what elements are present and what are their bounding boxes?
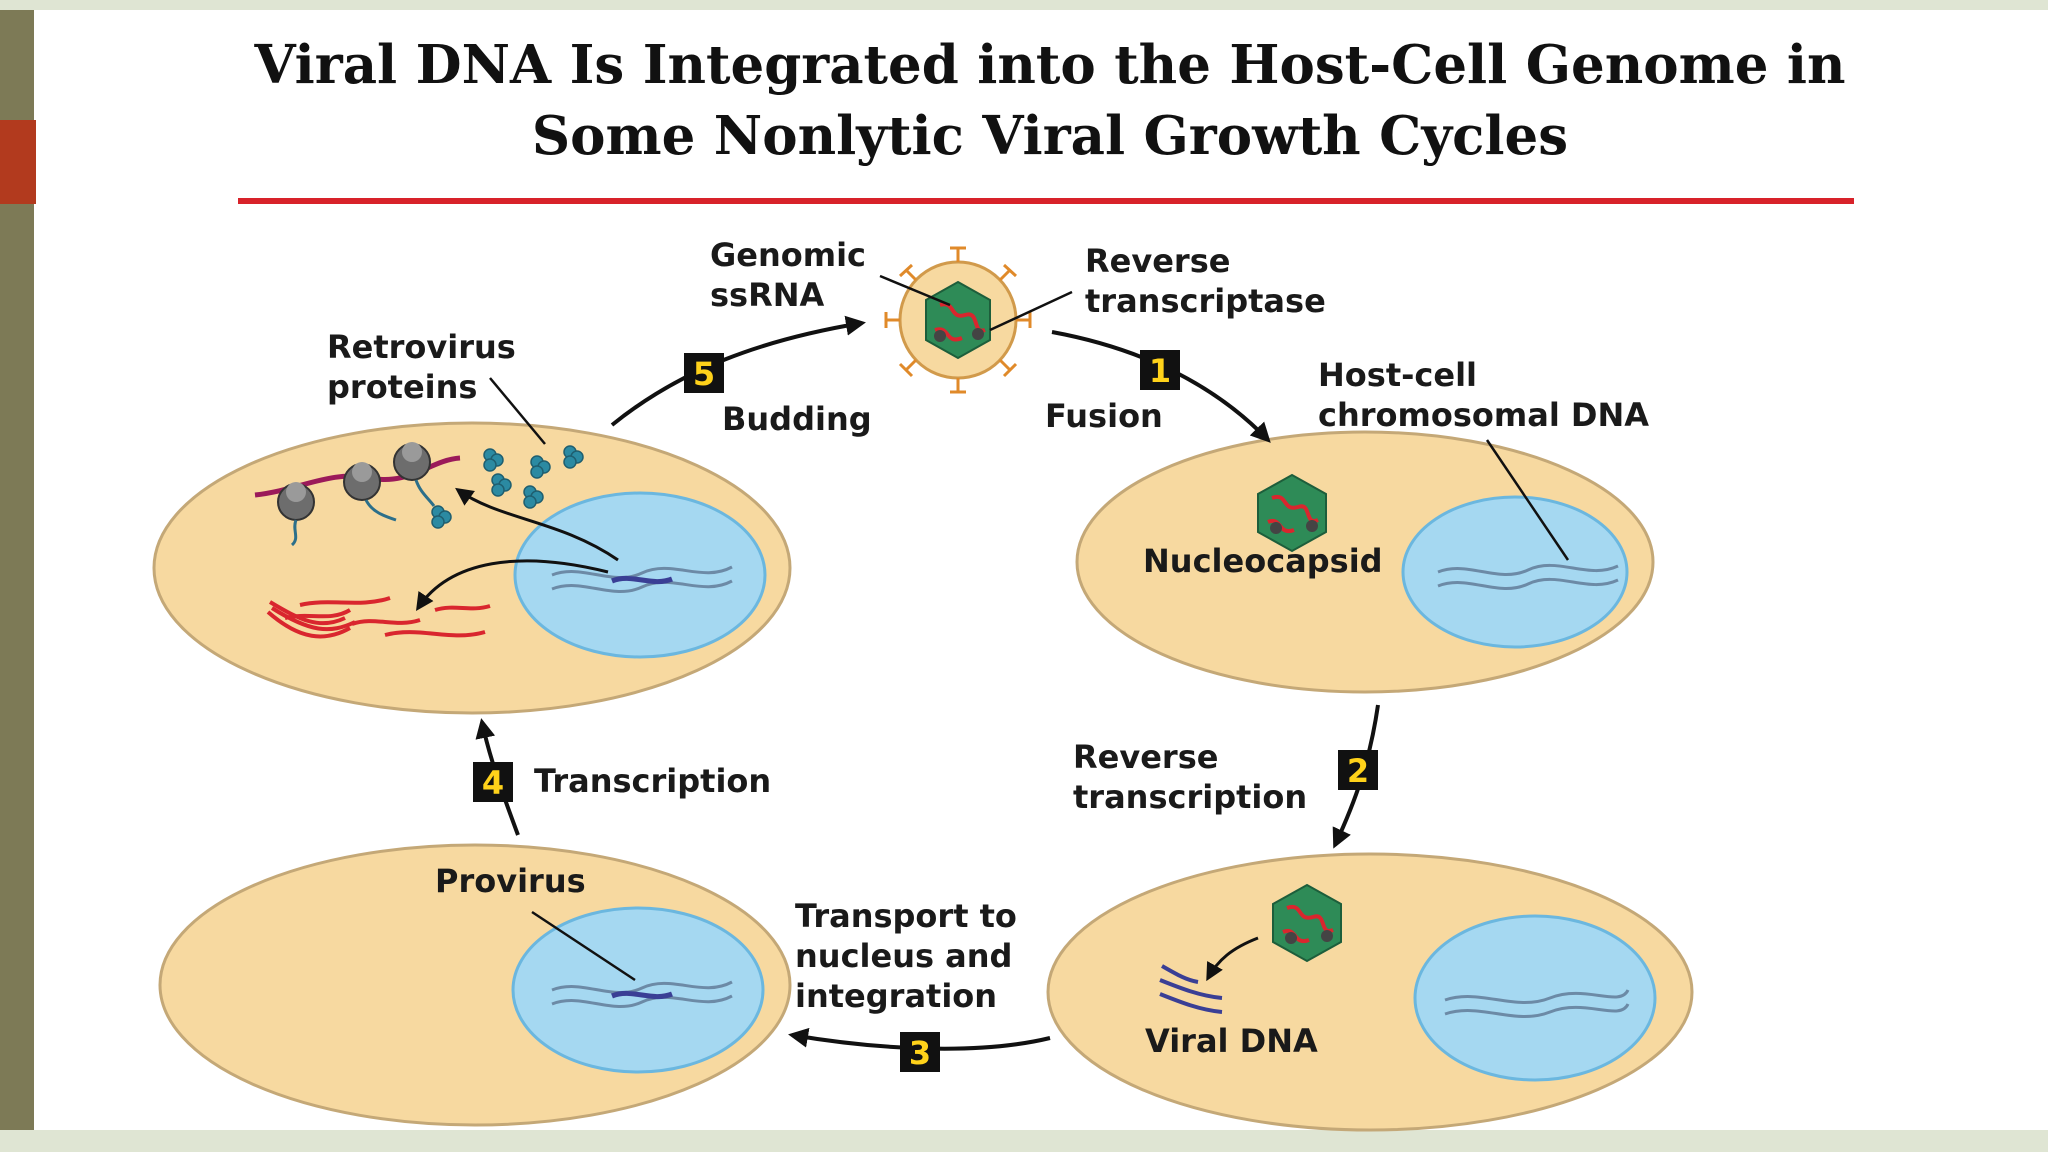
label-step-4-transcription: Transcription	[534, 762, 771, 800]
title-line-1: Viral DNA Is Integrated into the Host-Ce…	[254, 34, 1846, 96]
provirus-dna-top-left	[551, 565, 733, 593]
label-step-2-line-1: Reverse	[1073, 738, 1218, 776]
cell-bottom-right	[1046, 852, 1694, 1132]
label-nucleocapsid: Nucleocapsid	[1143, 542, 1383, 580]
host-dna-top-right	[1437, 563, 1619, 590]
step-number-2: 2	[1347, 752, 1369, 790]
step-badge-3: 3	[900, 1032, 940, 1072]
nucleus-top-right	[1401, 495, 1629, 649]
label-step-3-line-2: nucleus and	[795, 937, 1012, 975]
label-step-3-line-1: Transport to	[795, 897, 1017, 935]
step-number-5: 5	[693, 355, 715, 393]
retrovirus-protein-clusters	[431, 445, 584, 529]
nucleocapsid-particle-2	[1272, 883, 1342, 963]
step-badge-5: 5	[684, 353, 724, 393]
slide-accent-bar	[0, 120, 36, 204]
slide-frame-bottom	[0, 1130, 2048, 1152]
provirus-dna-bottom-left	[551, 980, 733, 1008]
label-reverse-transcriptase-1: Reverse	[1085, 242, 1230, 280]
ribosomes-on-mrna	[254, 442, 461, 547]
arrow-capsid-to-dna	[1206, 936, 1259, 982]
step-badge-1: 1	[1140, 350, 1180, 390]
virion	[884, 246, 1032, 394]
slide-frame-top	[0, 0, 2048, 10]
title-line-2: Some Nonlytic Viral Growth Cycles	[531, 105, 1569, 167]
label-genomic-ssrna-2: ssRNA	[710, 276, 825, 314]
label-retrovirus-proteins-1: Retrovirus	[327, 328, 516, 366]
label-host-cell-dna-1: Host-cell	[1318, 356, 1477, 394]
label-genomic-ssrna-1: Genomic	[710, 236, 866, 274]
label-host-cell-dna-2: chromosomal DNA	[1318, 396, 1649, 434]
label-reverse-transcriptase-2: transcriptase	[1085, 282, 1326, 320]
label-step-2-line-2: transcription	[1073, 778, 1307, 816]
host-dna-bottom-right	[1444, 989, 1630, 1018]
title-rule	[238, 198, 1854, 204]
label-step-3-line-3: integration	[795, 977, 997, 1015]
label-provirus: Provirus	[435, 862, 586, 900]
nucleocapsid-particle	[1257, 473, 1327, 553]
step-number-4: 4	[482, 764, 504, 802]
nucleus-bottom-right	[1413, 914, 1657, 1082]
label-retrovirus-proteins-2: proteins	[327, 368, 477, 406]
label-step-1-fusion: Fusion	[1045, 397, 1163, 435]
step-number-1: 1	[1149, 352, 1171, 390]
cell-top-right	[1075, 430, 1655, 694]
step-badge-4: 4	[473, 762, 513, 802]
page-title: Viral DNA Is Integrated into the Host-Ce…	[240, 30, 1860, 172]
label-step-5-budding: Budding	[722, 400, 872, 438]
step-badge-2: 2	[1338, 750, 1378, 790]
viral-rna-strands	[266, 596, 491, 639]
step-number-3: 3	[909, 1034, 931, 1072]
label-pointers	[489, 274, 1570, 982]
viral-dna-strands	[1159, 964, 1223, 1014]
intracellular-arrows	[416, 487, 619, 611]
label-viral-dna: Viral DNA	[1145, 1022, 1318, 1060]
